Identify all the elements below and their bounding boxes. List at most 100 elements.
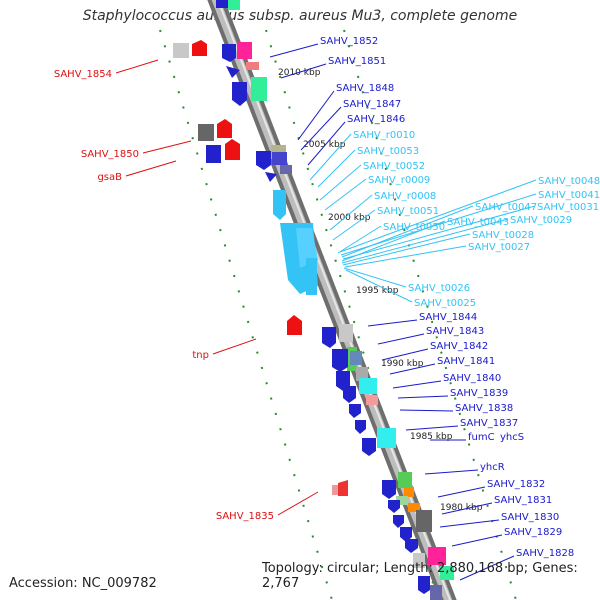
connector-line: [437, 486, 486, 498]
feature-sahv-1854-grey: [173, 43, 189, 58]
feature-sahv-1835: [338, 480, 348, 496]
forward-label: SAHV_1828: [516, 548, 574, 559]
feature-sahv-1854: [192, 40, 207, 56]
connector-line: [329, 194, 373, 231]
connector-line: [345, 269, 413, 303]
connector-line: [424, 469, 479, 475]
accession-text: Accession: NC_009782: [9, 576, 157, 591]
feature-sahv-1852-blue: [222, 44, 236, 62]
connector-line: [115, 59, 159, 74]
reverse-label: gsaB: [97, 172, 122, 183]
rna-label: SAHV_r0009: [368, 175, 430, 186]
feature-yhcr: [398, 472, 412, 488]
feature-sahv-1828: [428, 547, 446, 565]
connector-line: [439, 519, 500, 528]
forward-label: SAHV_1848: [336, 83, 394, 94]
forward-label: yhcR: [480, 462, 505, 473]
connector-line: [339, 179, 537, 253]
forward-label: SAHV_1844: [419, 312, 477, 323]
forward-label: SAHV_1840: [443, 373, 501, 384]
forward-features: [222, 42, 454, 600]
ruler-labels: 2010 kbp 2005 kbp 2000 kbp 1995 kbp 1990 kbp…: [278, 68, 483, 513]
forward-label: SAHV_1831: [494, 495, 552, 506]
reverse-label: SAHV_1850: [81, 149, 139, 160]
feature-sahv-1850: [217, 119, 232, 138]
connector-line: [307, 121, 346, 166]
feature-sahv-1839: [343, 386, 356, 403]
map-title: Staphylococcus aureus subsp. aureus Mu3,…: [82, 8, 518, 24]
rna-label: SAHV_t0041: [538, 190, 600, 201]
connector-line: [277, 491, 319, 516]
rna-label: SAHV_r0010: [353, 130, 415, 141]
forward-label: SAHV_1852: [320, 36, 378, 47]
connector-line: [343, 267, 407, 288]
ruler-label: 1990 kbp: [381, 359, 424, 369]
feature-sahv-1832: [404, 487, 414, 497]
connector-line: [441, 502, 493, 515]
forward-label: SAHV_1851: [328, 56, 386, 67]
feature-sahv-1844-blue: [322, 327, 336, 348]
connector-line: [212, 338, 257, 355]
feature-tnp: [287, 315, 302, 335]
feature-sahv-1848-blue: [232, 82, 247, 106]
connector-line: [399, 409, 454, 412]
forward-label: SAHV_1847: [343, 99, 401, 110]
rna-label: SAHV_r0008: [374, 191, 436, 202]
feature-sahv-1848: [251, 77, 267, 101]
feature-fumc: [377, 428, 396, 448]
forward-label: SAHV_1829: [504, 527, 562, 538]
rna-label: SAHV_t0052: [363, 161, 425, 172]
connector-line: [317, 149, 356, 188]
feature-sahv-1837: [362, 438, 376, 456]
feature-sahv-1850-grey: [198, 124, 214, 141]
forward-label: SAHV_1832: [487, 479, 545, 490]
connector-line: [377, 333, 425, 345]
rna-label: SAHV_t0031: [537, 202, 599, 213]
topology-text: Topology: circular; Length: 2,880,168 bp…: [262, 561, 578, 591]
connector-line: [337, 225, 382, 254]
feature-sahv-1829: [400, 527, 412, 542]
ruler-label: 1985 kbp: [410, 432, 453, 442]
feature-sahv-1846: [256, 151, 271, 170]
rna-label-group: SAHV_r0010SAHV_t0053SAHV_t0052SAHV_r0009…: [309, 130, 600, 309]
reverse-features: [173, 40, 348, 496]
feature-sahv-1842: [332, 349, 348, 372]
ruler-label: 1980 kbp: [440, 503, 483, 513]
forward-label: fumC: [468, 432, 495, 443]
feature-rrna: [273, 190, 286, 220]
forward-label: SAHV_1839: [450, 388, 508, 399]
connector-line: [381, 348, 429, 361]
ruler-label: 2000 kbp: [328, 213, 371, 223]
feature-sahv-1840: [359, 378, 377, 394]
connector-line: [300, 106, 342, 151]
feature-sahv-1851: [246, 62, 259, 70]
rna-label: SAHV_t0027: [468, 242, 530, 253]
rna-label: SAHV_t0050: [383, 222, 445, 233]
ruler-label: 1995 kbp: [356, 286, 399, 296]
forward-label: SAHV_1837: [460, 418, 518, 429]
connector-line: [125, 160, 177, 177]
forward-label-group: SAHV_1852SAHV_1851SAHV_1848SAHV_1847SAHV…: [269, 36, 574, 581]
connector-line: [367, 319, 418, 327]
connector-line: [451, 534, 503, 547]
connector-line: [397, 395, 449, 399]
rna-label: SAHV_t0053: [357, 146, 419, 157]
connector-line: [392, 380, 442, 389]
feature-sahv-1831: [388, 500, 400, 513]
ruler-label: 2005 kbp: [303, 140, 346, 150]
ruler-label: 2010 kbp: [278, 68, 321, 78]
feature-sahv-1830: [408, 503, 420, 512]
forward-label: yhcS: [500, 432, 524, 443]
connector-line: [269, 43, 319, 58]
rna-label: SAHV_t0048: [538, 176, 600, 187]
connector-line: [342, 205, 536, 260]
connector-line: [142, 140, 192, 154]
feature-gsab-blue: [206, 145, 221, 163]
connector-line: [342, 233, 471, 266]
reverse-label: SAHV_1835: [216, 511, 274, 522]
connector-line: [405, 425, 459, 431]
connector-line: [459, 555, 515, 581]
connector-line: [324, 178, 367, 211]
connector-line: [297, 90, 335, 141]
